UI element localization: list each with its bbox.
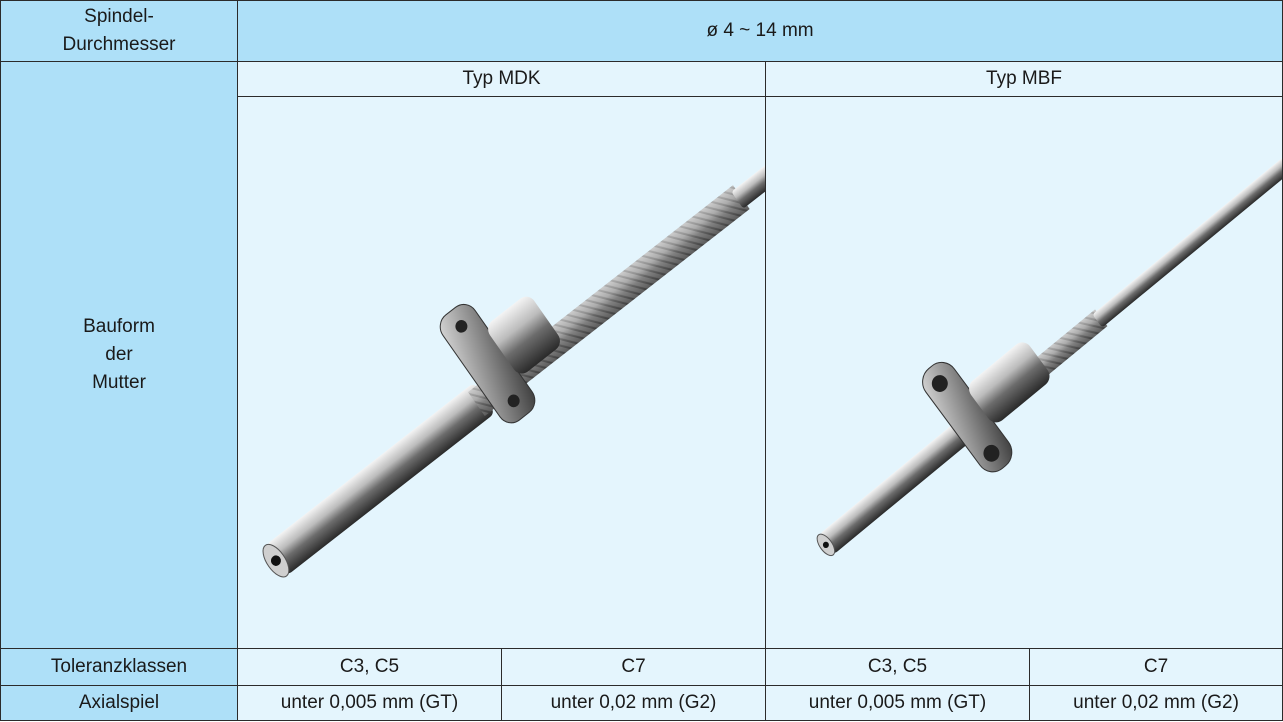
header-type-mdk: Typ MDK — [237, 61, 766, 98]
label-spindle-diameter: Spindel- Durchmesser — [0, 0, 238, 63]
row-tolerance: Toleranzklassen C3, C5 C7 C3, C5 C7 — [0, 648, 1283, 687]
label-spindle-line2: Durchmesser — [62, 34, 176, 56]
axial-mdk-2: unter 0,02 mm (G2) — [501, 685, 766, 721]
row-photos — [1, 96, 1283, 650]
ball-screw-mbf-image — [816, 147, 1283, 557]
label-form-line1: Bauform — [83, 316, 155, 338]
row-spindle-diameter: Spindel- Durchmesser ø 4 ~ 14 mm — [0, 0, 1283, 63]
row-type-headers: Bauform der Mutter Typ MDK Typ MBF — [0, 61, 1283, 650]
label-axial-play: Axialspiel — [0, 685, 238, 721]
tolerance-mbf-1: C3, C5 — [765, 648, 1030, 687]
label-form-line3: Mutter — [92, 372, 146, 394]
header-type-mbf: Typ MBF — [764, 61, 1283, 98]
tolerance-mbf-2: C7 — [1028, 648, 1283, 687]
tolerance-mdk-1: C3, C5 — [237, 648, 502, 687]
label-nut-form: Bauform der Mutter — [0, 61, 238, 650]
axial-mbf-2: unter 0,02 mm (G2) — [1028, 685, 1283, 721]
tolerance-mdk-2: C7 — [501, 648, 766, 687]
axial-mbf-1: unter 0,005 mm (GT) — [765, 685, 1030, 721]
value-spindle-diameter: ø 4 ~ 14 mm — [236, 0, 1283, 63]
photo-cell-mbf — [764, 96, 1283, 650]
ball-screw-mdk-image — [262, 149, 765, 578]
label-form-line2: der — [105, 344, 133, 366]
row-axial-play: Axialspiel unter 0,005 mm (GT) unter 0,0… — [0, 685, 1283, 721]
label-spindle-line1: Spindel- — [84, 6, 154, 28]
axial-mdk-1: unter 0,005 mm (GT) — [237, 685, 502, 721]
label-tolerance: Toleranzklassen — [0, 648, 238, 687]
photo-cell-mdk — [237, 96, 766, 650]
